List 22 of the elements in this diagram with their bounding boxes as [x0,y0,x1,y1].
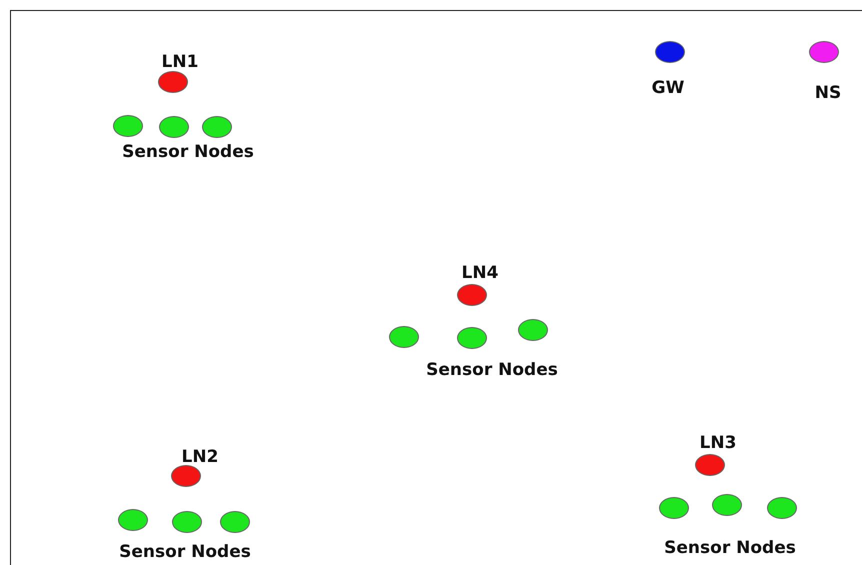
group-label: Sensor Nodes [119,542,251,562]
sensor-node-circle [159,116,189,138]
sensor-node-circle [712,494,742,516]
group-label: Sensor Nodes [426,360,558,380]
sensor-node-circle [518,319,548,341]
node-label: GW [652,78,684,98]
sensor-node-circle [113,115,143,137]
node-label: LN1 [162,52,198,72]
node-label: LN4 [462,263,498,283]
node-label: NS [814,83,842,103]
node-label: LN2 [182,447,218,467]
sensor-node-circle [202,116,232,138]
sensor-node-circle [172,511,202,533]
group-label: Sensor Nodes [664,538,796,558]
sensor-node-circle [457,327,487,349]
sensor-node-circle [389,326,419,348]
sensor-node-circle [659,497,689,519]
sensor-node-circle [118,509,148,531]
sensor-node-circle [220,511,250,533]
node-label: LN3 [700,433,736,453]
group-label: Sensor Nodes [122,142,254,162]
sensor-node-circle [767,497,797,519]
